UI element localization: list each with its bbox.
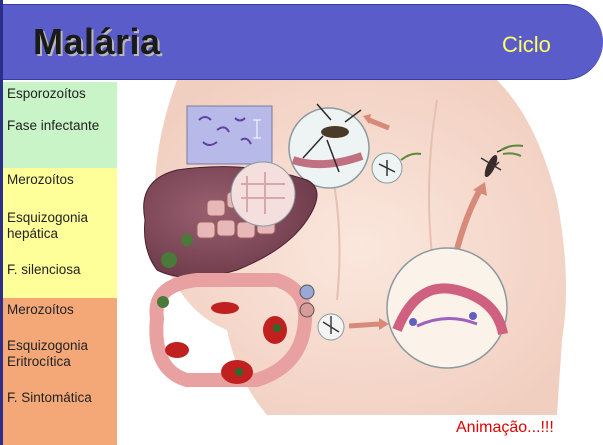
stage-group-erythrocytic: Merozoítos Esquizogonia Eritrocítica F. … <box>3 298 117 445</box>
stage-merozoitos-2: Merozoítos <box>7 302 113 318</box>
stage-f-sintomatica: F. Sintomática <box>7 390 113 406</box>
stage-esquizogonia-hepatica: Esquizogonia hepática <box>7 210 113 242</box>
slide-title: Malária <box>33 21 161 63</box>
stage-merozoitos-1: Merozoítos <box>7 172 113 188</box>
stage-esporozoitos: Esporozoítos <box>7 86 113 102</box>
animation-link[interactable]: Animação...!!! <box>456 419 554 437</box>
blood-smear-image <box>187 106 272 164</box>
malaria-cycle-illustration <box>117 80 603 415</box>
header-band: Malária Ciclo <box>3 4 603 80</box>
gametocyte-1 <box>300 285 314 299</box>
stage-group-infective: Esporozoítos Fase infectante <box>3 82 117 168</box>
stage-group-hepatic: Merozoítos Esquizogonia hepática F. sile… <box>3 168 117 298</box>
stage-fase-infectante: Fase infectante <box>7 118 113 134</box>
gametocyte-2 <box>300 303 314 317</box>
liver-zoom-circle <box>231 162 295 226</box>
slide-subtitle: Ciclo <box>502 32 551 58</box>
mosquito-bite-circle <box>289 108 369 188</box>
arrow-3 <box>349 324 379 326</box>
stage-esquizogonia-eritrocitica: Esquizogonia Eritrocítica <box>7 338 113 370</box>
stage-f-silenciosa: F. silenciosa <box>7 262 113 278</box>
